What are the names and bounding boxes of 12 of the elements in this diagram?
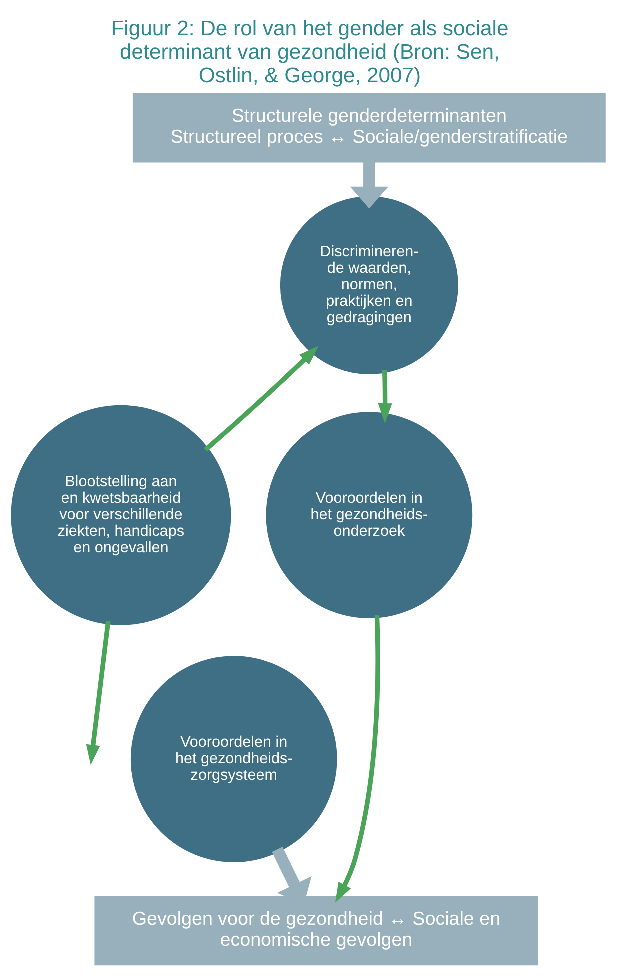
node-box: Structurele genderdeterminanten Structureel proces ↔ Sociale/genderstratificatie bbox=[132, 92, 606, 162]
arrow bbox=[86, 620, 111, 765]
arrow bbox=[335, 614, 380, 902]
node-circle: Blootstelling aan en kwetsbaarheid voor verschillende ziekten, handicaps en ongevallen bbox=[11, 404, 232, 625]
node-circle: Discrimineren- de waarden, normen, praktijken en gedragingen bbox=[280, 196, 458, 374]
arrow bbox=[204, 346, 319, 452]
node-circle: Vooroordelen in het gezondheids- onderzoek bbox=[266, 412, 473, 618]
arrow bbox=[378, 370, 392, 424]
arrow bbox=[350, 162, 389, 208]
node-box: Gevolgen voor de gezondheid ↔ Sociale en economische gevolgen bbox=[94, 896, 538, 966]
node-circle: Vooroordelen in het gezondheids- zorgsysteem bbox=[130, 656, 338, 862]
diagram-title: Figuur 2: De rol van het gender als sociale determinant van gezondheid (Bron: Sen, Ostlin, & George, 2007) bbox=[111, 17, 509, 88]
